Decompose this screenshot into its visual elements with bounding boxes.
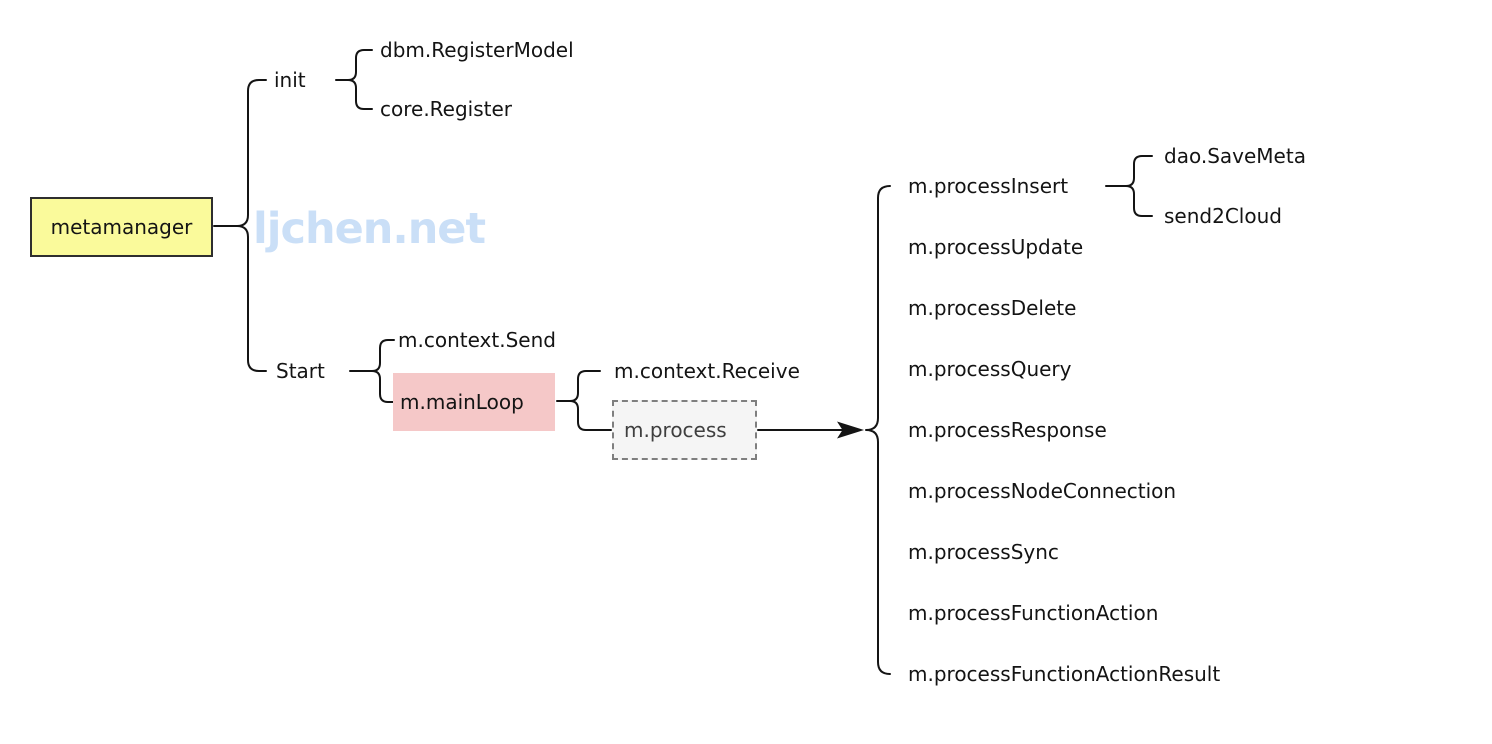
insert-brace [1125,155,1153,217]
node-m-context-receive[interactable]: m.context.Receive [614,359,800,383]
node-m-processquery[interactable]: m.processQuery [908,357,1072,381]
start-brace [371,339,395,403]
node-m-mainloop-label: m.mainLoop [400,390,524,414]
root-brace [236,79,267,372]
node-m-processupdate[interactable]: m.processUpdate [908,235,1084,259]
node-m-mainloop[interactable]: m.mainLoop [393,373,555,431]
node-core-register[interactable]: core.Register [380,97,513,121]
node-m-process[interactable]: m.process [612,400,757,460]
node-m-processfunctionaction[interactable]: m.processFunctionAction [908,601,1159,625]
node-init[interactable]: init [274,68,306,92]
watermark: ljchen.net [253,204,486,254]
node-send2cloud[interactable]: send2Cloud [1164,204,1282,228]
node-m-processdelete[interactable]: m.processDelete [908,296,1077,320]
node-m-processfunctionactionresult[interactable]: m.processFunctionActionResult [908,662,1221,686]
node-start[interactable]: Start [276,359,325,383]
node-m-context-send[interactable]: m.context.Send [398,328,556,352]
process-brace [865,185,891,675]
init-brace [347,49,373,110]
node-m-processinsert[interactable]: m.processInsert [908,174,1069,198]
node-m-process-label: m.process [624,418,727,442]
node-m-processsync[interactable]: m.processSync [908,540,1059,564]
node-m-processnodeconnection[interactable]: m.processNodeConnection [908,479,1177,503]
node-dao-savemeta[interactable]: dao.SaveMeta [1164,144,1306,168]
node-metamanager[interactable]: metamanager [30,197,213,257]
node-m-processresponse[interactable]: m.processResponse [908,418,1107,442]
node-metamanager-label: metamanager [50,215,193,239]
node-dbm-registermodel[interactable]: dbm.RegisterModel [380,38,574,62]
process-arrow-head [837,421,864,439]
mainloop-brace [569,370,612,431]
